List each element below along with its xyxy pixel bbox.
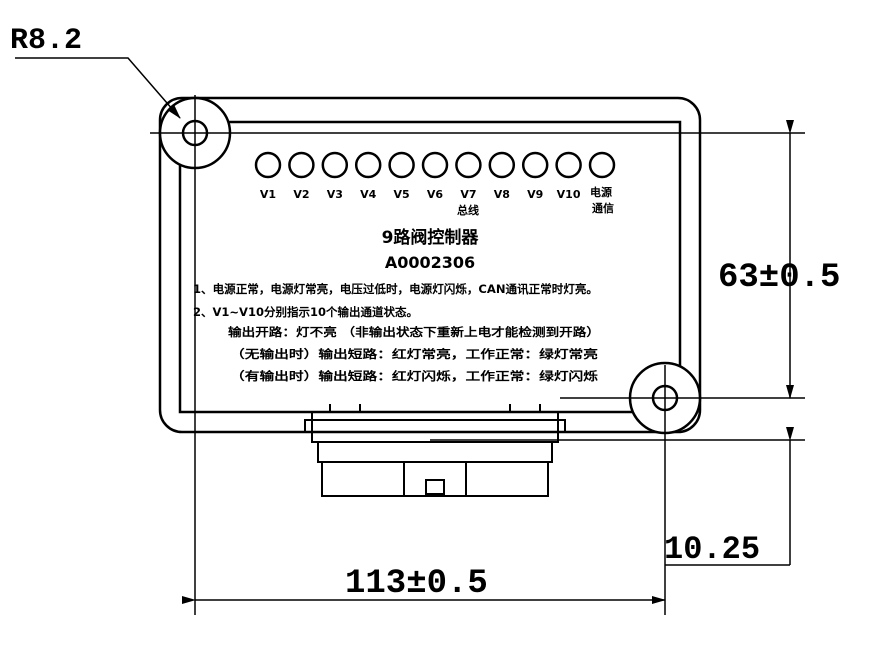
- led-indicator-v9: [521, 151, 549, 179]
- width-dimension: 113±0.5: [345, 565, 488, 603]
- led-indicator-v6: [421, 151, 449, 179]
- led-indicator-power: [588, 151, 616, 179]
- led-indicator-v10: [555, 151, 582, 179]
- note-4: （无输出时）输出短路：红灯常亮，工作正常：绿灯常亮: [230, 347, 599, 361]
- led-label: V7: [460, 188, 476, 201]
- height-dimension: 63±0.5: [718, 259, 840, 297]
- led-label: V10: [557, 188, 581, 201]
- comm-label: 通信: [592, 201, 614, 215]
- power-label: 电源: [590, 185, 612, 199]
- led-label: V3: [327, 188, 343, 201]
- note-5: （有输出时）输出短路：红灯闪烁，工作正常：绿灯闪烁: [230, 369, 599, 383]
- offset-dimension: 10.25: [664, 531, 760, 568]
- led-indicator-v8: [488, 151, 516, 179]
- led-label: V5: [394, 188, 410, 201]
- led-indicator-v5: [388, 151, 415, 179]
- led-indicator-v7: [455, 151, 482, 179]
- note-2: 2、V1~V10分别指示10个输出通道状态。: [193, 305, 418, 319]
- radius-dimension: R8.2: [10, 24, 82, 58]
- led-indicator-v4: [354, 151, 382, 179]
- led-indicator-v1: [254, 151, 282, 179]
- led-label: V2: [293, 188, 309, 201]
- led-label: V6: [427, 188, 444, 201]
- product-title: 9路阀控制器: [382, 227, 480, 248]
- led-label: V4: [360, 188, 377, 201]
- led-indicator-v2: [288, 151, 315, 179]
- led-label: V9: [527, 188, 543, 201]
- bus-label: 总线: [457, 203, 479, 217]
- led-label: V8: [494, 188, 510, 201]
- led-label: V1: [260, 188, 276, 201]
- part-number: A0002306: [385, 253, 475, 272]
- note-1: 1、电源正常，电源灯常亮，电压过低时，电源灯闪烁，CAN通讯正常时灯亮。: [193, 282, 598, 296]
- connector: [304, 404, 566, 497]
- note-3: 输出开路：灯不亮 （非输出状态下重新上电才能检测到开路）: [228, 325, 600, 339]
- led-indicator-v3: [321, 151, 349, 179]
